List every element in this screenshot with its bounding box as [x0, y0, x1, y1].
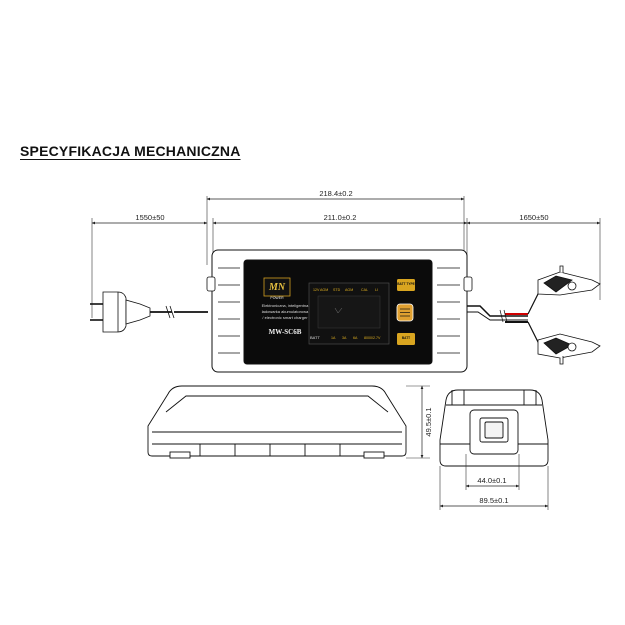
svg-text:1A: 1A — [331, 336, 336, 340]
dim-port-width: 44.0±0.1 — [477, 476, 506, 485]
lcd-display: 12V AGM STD AGM CAL LI 1A 3A 6A 8000/2.7… — [308, 282, 390, 345]
svg-text:STD: STD — [333, 288, 341, 292]
lcd-batt-label: BATT — [310, 335, 320, 340]
svg-text:LI: LI — [375, 288, 378, 292]
dim-cable-right: 1650±50 — [519, 213, 548, 222]
dim-total-width: 218.4±0.2 — [319, 189, 352, 198]
dim-height: 49.5±0.1 — [424, 407, 433, 436]
charger-side-view — [147, 385, 407, 459]
batt-type-button[interactable]: BATT TYPE — [397, 279, 415, 291]
device-desc-1: Elektroniczna, inteligentna — [262, 303, 309, 308]
svg-text:MN: MN — [268, 282, 286, 293]
device-desc-3: / electronic smart charger — [262, 315, 308, 320]
crocodile-clip-icon — [537, 333, 601, 365]
svg-text:3A: 3A — [342, 336, 347, 340]
output-cables — [467, 289, 547, 347]
charger-end-view — [439, 389, 549, 467]
svg-text:8000/2.7V: 8000/2.7V — [364, 336, 381, 340]
svg-text:CAL: CAL — [361, 288, 368, 292]
dim-cable-left: 1550±50 — [135, 213, 164, 222]
dim-body-width: 211.0±0.2 — [324, 213, 357, 222]
svg-text:6A: 6A — [353, 336, 358, 340]
svg-text:AGM: AGM — [320, 288, 328, 292]
device-model: MW-SC6B — [269, 328, 302, 336]
device-desc-2: ładowarka akumulatorowa — [262, 309, 309, 314]
svg-text:12V: 12V — [313, 288, 320, 292]
svg-text:AGM: AGM — [345, 288, 353, 292]
svg-text:POWER: POWER — [270, 296, 284, 300]
dim-depth: 89.5±0.1 — [479, 496, 508, 505]
brand-logo: MN POWER — [263, 277, 291, 300]
batt-button[interactable]: BATT — [397, 333, 415, 345]
power-plug — [90, 291, 208, 333]
svg-text:BATT: BATT — [402, 336, 410, 340]
mode-indicator-icon — [396, 303, 414, 322]
svg-text:BATT TYPE: BATT TYPE — [397, 282, 414, 286]
crocodile-clip-icon — [537, 265, 601, 296]
page-title: SPECYFIKACJA MECHANICZNA — [20, 143, 241, 159]
